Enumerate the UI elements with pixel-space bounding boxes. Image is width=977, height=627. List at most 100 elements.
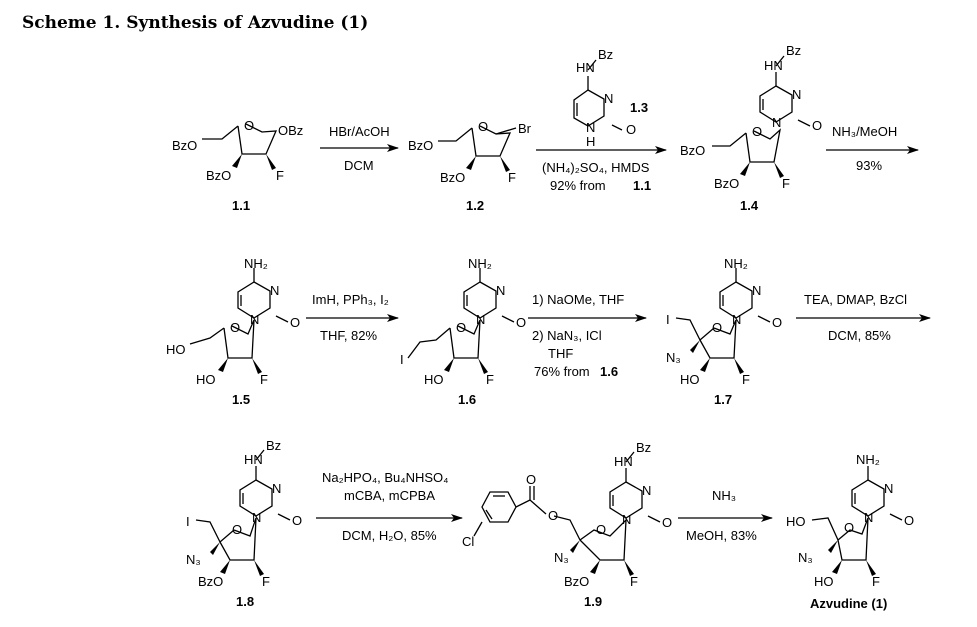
wedge-bond xyxy=(590,560,600,574)
atom-label: HO xyxy=(424,372,444,387)
atom-label: O xyxy=(596,522,606,537)
compound-id-1-8: 1.8 xyxy=(236,594,254,609)
atom-label: F xyxy=(486,372,494,387)
bond xyxy=(449,319,481,359)
atom-label: BzO xyxy=(714,176,739,191)
atom-label: I xyxy=(186,514,190,529)
bond xyxy=(775,55,785,67)
step5-below-1: 2) NaN₃, ICl xyxy=(532,328,602,343)
bond xyxy=(889,513,903,521)
atom-label: NH₂ xyxy=(856,452,880,467)
compound-id-1-4: 1.4 xyxy=(740,198,759,213)
compound-id-1-1: 1.1 xyxy=(232,198,250,213)
atom-label: O xyxy=(478,119,488,134)
wedge-bond xyxy=(500,156,510,172)
bond xyxy=(712,132,747,147)
bond xyxy=(237,123,278,155)
atom-label: HO xyxy=(166,342,186,357)
atom-label: N xyxy=(792,87,801,102)
atom-label: O xyxy=(772,315,782,330)
compound-1-1: O OBz BzO BzO F 1.1 xyxy=(172,118,303,213)
atom-label: HN xyxy=(244,452,263,467)
bond xyxy=(759,85,793,123)
atom-label: O xyxy=(292,513,302,528)
atom-label: O xyxy=(516,315,526,330)
atom-label: N₃ xyxy=(186,552,201,567)
atom-label: I xyxy=(666,312,670,327)
wedge-bond xyxy=(220,560,230,574)
atom-label: N xyxy=(772,115,781,130)
atom-label: F xyxy=(262,574,270,589)
atom-label: F xyxy=(276,168,284,183)
bond xyxy=(473,521,483,537)
atom-label: BzO xyxy=(440,170,465,185)
step8-below: MeOH, 83% xyxy=(686,528,757,543)
atom-label: O xyxy=(526,472,536,487)
wedge-bond xyxy=(466,156,476,170)
bond xyxy=(757,315,771,323)
bond xyxy=(275,315,289,323)
wedge-bond xyxy=(690,340,700,353)
atom-label: Bz xyxy=(266,438,281,453)
atom-label: N xyxy=(604,91,613,106)
bond xyxy=(611,124,623,131)
bond xyxy=(223,319,255,359)
atom-label: N xyxy=(496,283,505,298)
atom-label: HO xyxy=(814,574,834,589)
atom-label: N xyxy=(622,512,631,527)
step7-above-2: mCBA, mCPBA xyxy=(344,488,435,503)
atom-label: F xyxy=(742,372,750,387)
atom-label: NH₂ xyxy=(468,256,492,271)
atom-label: NH₂ xyxy=(244,256,268,271)
wedge-bond xyxy=(624,560,634,576)
atom-label: N xyxy=(250,312,259,327)
step2-ref: 1.1 xyxy=(633,178,651,193)
compound-azvudine: NH₂ N N O O HO N₃ HO F Azvudine (1) xyxy=(786,452,914,611)
atom-label: O xyxy=(712,320,722,335)
atom-label: H xyxy=(586,134,595,149)
atom-label: O xyxy=(904,513,914,528)
step8-above: NH₃ xyxy=(712,488,736,503)
atom-label: N xyxy=(270,283,279,298)
atom-label: I xyxy=(400,352,404,367)
compound-1-7: NH₂ N N O O I N₃ HO F 1.7 xyxy=(666,256,782,407)
atom-label: Bz xyxy=(636,440,651,455)
atom-label: Bz xyxy=(598,47,613,62)
wedge-bond xyxy=(774,162,784,178)
atom-label: O xyxy=(752,124,762,139)
step6-below: DCM, 85% xyxy=(828,328,891,343)
atom-label: HN xyxy=(764,58,783,73)
atom-label: O xyxy=(812,118,822,133)
atom-label: BzO xyxy=(206,168,231,183)
bond xyxy=(553,515,581,541)
bond xyxy=(745,128,781,163)
atom-label: N₃ xyxy=(798,550,813,565)
atom-label: BzO xyxy=(172,138,197,153)
atom-label: O xyxy=(290,315,300,330)
atom-label: O xyxy=(232,522,242,537)
wedge-bond xyxy=(210,542,220,555)
step5-below-3: 76% from xyxy=(534,364,590,379)
bond xyxy=(811,517,839,541)
atom-label: BzO xyxy=(198,574,223,589)
step2-below-1: (NH₄)₂SO₄, HMDS xyxy=(542,160,650,175)
bond xyxy=(471,125,512,157)
atom-label: BzO xyxy=(408,138,433,153)
bond xyxy=(407,327,451,359)
bond xyxy=(699,319,737,359)
wedge-bond xyxy=(866,560,876,576)
step2-below-2: 92% from xyxy=(550,178,606,193)
wedge-bond xyxy=(832,560,842,574)
bond xyxy=(675,317,715,342)
atom-label: N xyxy=(884,481,893,496)
bond xyxy=(485,509,493,520)
bond xyxy=(239,479,273,517)
step1-above: HBr/AcOH xyxy=(329,124,390,139)
atom-label: OBz xyxy=(278,123,303,138)
compound-id-1-5: 1.5 xyxy=(232,392,250,407)
step3-above: NH₃/MeOH xyxy=(832,124,897,139)
atom-label: O xyxy=(662,515,672,530)
atom-label: O xyxy=(456,320,466,335)
bond xyxy=(719,281,753,319)
